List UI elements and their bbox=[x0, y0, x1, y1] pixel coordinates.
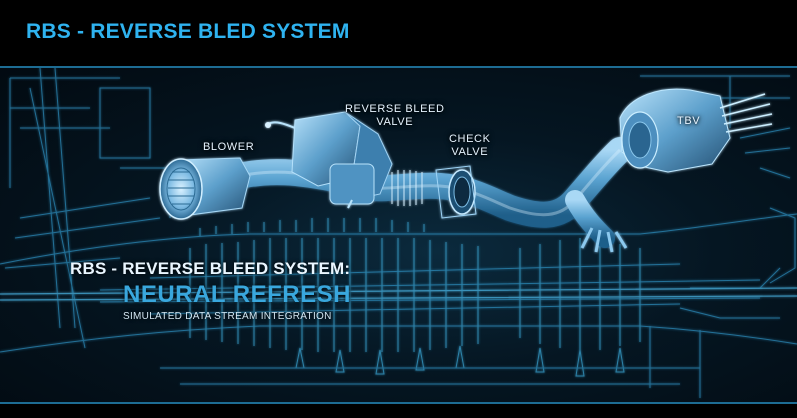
page-title: RBS - REVERSE BLED SYSTEM bbox=[26, 20, 350, 43]
check-valve-label: CHECK VALVE bbox=[449, 133, 491, 158]
blower-label: BLOWER bbox=[203, 141, 255, 153]
bellows-component bbox=[391, 170, 423, 206]
tbv-label: TBV bbox=[677, 115, 701, 127]
rbs-assembly bbox=[159, 88, 773, 253]
check-valve-component bbox=[435, 165, 477, 219]
reverse-bleed-valve-component bbox=[265, 111, 393, 209]
overlay-subtitle: SIMULATED DATA STREAM INTEGRATION bbox=[123, 311, 332, 322]
blueprint-lines bbox=[0, 68, 797, 398]
schematic-panel: BLOWER REVERSE BLEED VALVE CHECK VALVE T… bbox=[0, 66, 797, 404]
blower-component bbox=[159, 157, 251, 220]
overlay-heading: RBS - REVERSE BLEED SYSTEM: bbox=[70, 259, 351, 278]
tbv-component bbox=[619, 88, 773, 173]
caption-overlay: RBS - REVERSE BLEED SYSTEM: NEURAL REFRE… bbox=[70, 259, 400, 322]
reverse-bleed-valve-label: REVERSE BLEED VALVE bbox=[345, 103, 445, 128]
engine-schematic bbox=[0, 68, 797, 398]
overlay-title: NEURAL REFRESH bbox=[123, 281, 351, 308]
